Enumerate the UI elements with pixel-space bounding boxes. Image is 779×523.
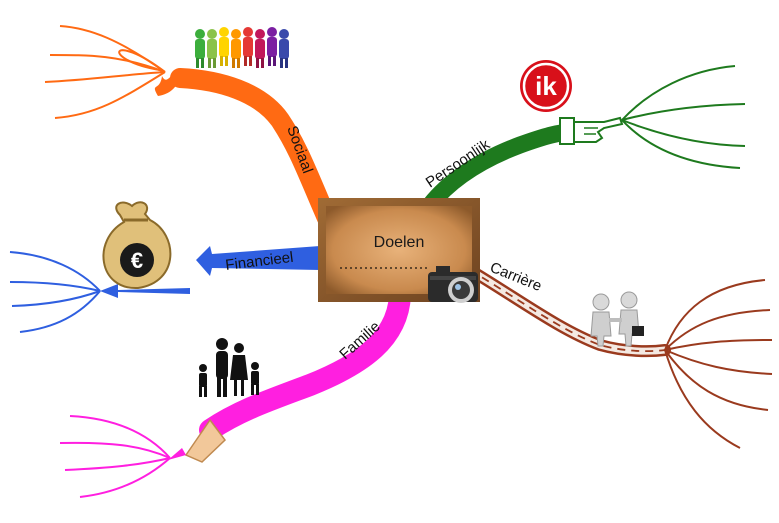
family-icon [199,338,259,397]
persoonlijk-leaf-lines [621,65,746,169]
center-label: Doelen [374,234,425,251]
branch-persoonlijk[interactable]: Persoonlijk ik [421,60,746,214]
financieel-arrow-upper [196,246,320,276]
euro-symbol: € [131,248,143,273]
camera-icon[interactable] [428,266,478,303]
branch-carriere[interactable]: Carrière [464,259,773,449]
financieel-arrow-lower [100,284,190,298]
branch-familie[interactable]: Familie [59,284,411,498]
sociaal-branch-line [170,68,340,235]
ik-badge-icon: ik [520,60,572,112]
financieel-leaf-lines [9,251,101,333]
money-bag-icon: € [102,201,172,290]
branch-financieel[interactable]: Financieel € [9,201,320,333]
ik-badge-text: ik [535,71,557,101]
pointing-hand-icon [559,116,624,145]
paintbrush-tip-icon [168,418,226,463]
carriere-leaf-lines [664,279,773,449]
familie-branch-line [199,284,411,441]
persoonlijk-branch-line [421,123,581,214]
branch-sociaal[interactable]: Sociaal [44,25,340,235]
familie-leaf-lines [59,415,171,498]
sociaal-leaf-lines [44,25,166,119]
sociaal-splash [154,74,180,96]
handshake-icon [590,291,644,347]
people-group-icon [195,27,289,68]
